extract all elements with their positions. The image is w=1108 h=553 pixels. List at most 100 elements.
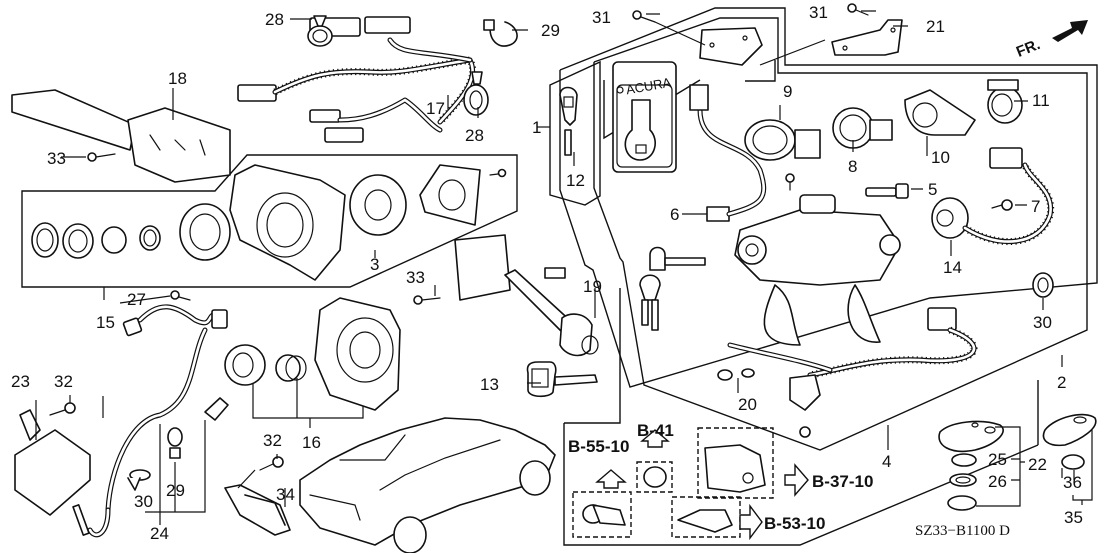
callout-29-b[interactable]: 29 xyxy=(166,481,185,500)
part-30-clip-a[interactable] xyxy=(127,469,151,491)
part-32-bolt-b[interactable] xyxy=(259,456,284,471)
part-33-screw-a[interactable] xyxy=(87,152,116,162)
part-19-lighting-switch[interactable] xyxy=(454,234,599,357)
ref-label-b41[interactable]: B-41 xyxy=(637,421,674,440)
part-12-blank-key[interactable] xyxy=(559,86,578,156)
callout-22[interactable]: 22 xyxy=(1028,455,1047,474)
part-32-bolt-a[interactable] xyxy=(49,402,76,416)
part-13-valet-key[interactable] xyxy=(526,361,598,398)
combination-switch-body[interactable] xyxy=(229,164,346,281)
callout-15[interactable]: 15 xyxy=(96,313,115,332)
callout-3[interactable]: 3 xyxy=(370,255,379,274)
clip-holder[interactable] xyxy=(204,397,229,421)
ref-b37-part[interactable] xyxy=(697,427,774,499)
callout-34[interactable]: 34 xyxy=(276,485,295,504)
part-16-cancel-sleeve[interactable] xyxy=(224,344,307,386)
callout-17[interactable]: 17 xyxy=(426,99,445,118)
part-15-components[interactable] xyxy=(31,203,231,261)
part-8-cylinder-collar[interactable] xyxy=(832,107,893,149)
callout-35[interactable]: 35 xyxy=(1064,508,1083,527)
part-22-transmitter[interactable] xyxy=(938,420,1004,452)
callout-27[interactable]: 27 xyxy=(127,290,146,309)
part-9-key-ring-holder[interactable] xyxy=(744,119,821,161)
callout-20[interactable]: 20 xyxy=(738,395,757,414)
part-10-key-light-holder[interactable] xyxy=(904,89,976,136)
transmitter-back[interactable] xyxy=(947,495,977,511)
part-33-screw-b[interactable] xyxy=(413,295,441,305)
callout-10[interactable]: 10 xyxy=(931,148,950,167)
lock-harness[interactable] xyxy=(727,307,978,438)
part-24-antenna[interactable] xyxy=(87,304,228,538)
tapping-screw[interactable] xyxy=(785,173,795,191)
callout-33-b[interactable]: 33 xyxy=(406,268,425,287)
callout-16[interactable]: 16 xyxy=(302,433,321,452)
ref-label-b55-10[interactable]: B-55-10 xyxy=(568,437,629,456)
callout-32-a[interactable]: 32 xyxy=(54,372,73,391)
ref-b53-part[interactable] xyxy=(671,496,741,538)
callout-8[interactable]: 8 xyxy=(848,157,857,176)
part-36-battery[interactable] xyxy=(1061,454,1085,470)
part-31-bolt-a[interactable] xyxy=(632,10,656,23)
part-21-bracket[interactable] xyxy=(831,19,903,56)
part-28-clamp-a[interactable] xyxy=(307,15,333,47)
part-23-unit[interactable] xyxy=(14,409,91,536)
callout-36[interactable]: 36 xyxy=(1063,473,1082,492)
callout-30-a[interactable]: 30 xyxy=(134,492,153,511)
callout-26[interactable]: 26 xyxy=(988,472,1007,491)
part-34-sensor[interactable] xyxy=(224,484,291,536)
ref-label-b37-10[interactable]: B-37-10 xyxy=(812,472,873,491)
callout-4[interactable]: 4 xyxy=(882,452,891,471)
callout-30-b[interactable]: 30 xyxy=(1033,313,1052,332)
combination-switch-lower[interactable] xyxy=(314,297,401,411)
part-31-bolt-b[interactable] xyxy=(847,3,869,16)
callout-5[interactable]: 5 xyxy=(928,180,937,199)
ref-b41-part[interactable] xyxy=(636,461,673,493)
callout-1[interactable]: 1 xyxy=(532,118,541,137)
part-30-clip-b[interactable] xyxy=(1032,272,1054,298)
callout-12[interactable]: 12 xyxy=(566,171,585,190)
part-18-wiper-switch[interactable] xyxy=(11,89,231,183)
part-35-transmitter-case[interactable] xyxy=(1042,413,1097,447)
callout-28-a[interactable]: 28 xyxy=(265,10,284,29)
part-27-screw[interactable] xyxy=(170,290,191,301)
callout-18[interactable]: 18 xyxy=(168,69,187,88)
cover-plate[interactable] xyxy=(419,164,481,226)
callout-21[interactable]: 21 xyxy=(926,17,945,36)
part-3-cable-reel[interactable] xyxy=(349,174,407,236)
part-29-clamp-b[interactable] xyxy=(167,427,183,459)
callout-31-b[interactable]: 31 xyxy=(809,3,828,22)
part-28-clamp-b[interactable] xyxy=(463,71,489,116)
callout-31-a[interactable]: 31 xyxy=(592,8,611,27)
callout-6[interactable]: 6 xyxy=(670,205,679,224)
callout-19[interactable]: 19 xyxy=(583,277,602,296)
immobilizer-module[interactable] xyxy=(699,27,763,66)
part-5-shear-bolt[interactable] xyxy=(865,183,909,199)
part-11-illumination-ring[interactable] xyxy=(987,79,1023,124)
callout-11[interactable]: 11 xyxy=(1032,91,1050,110)
part-6-connector[interactable] xyxy=(689,84,767,222)
small-screw[interactable] xyxy=(489,168,507,178)
callout-2[interactable]: 2 xyxy=(1057,373,1066,392)
part-17-wire-harness[interactable] xyxy=(237,16,477,143)
part-20-bulb[interactable] xyxy=(717,368,755,381)
part-29-clamp-a[interactable] xyxy=(483,19,518,47)
callout-32-b[interactable]: 32 xyxy=(263,431,282,450)
callout-23[interactable]: 23 xyxy=(11,372,30,391)
part-25-battery[interactable] xyxy=(951,453,977,467)
callout-25[interactable]: 25 xyxy=(988,450,1007,469)
ref-label-b53-10[interactable]: B-53-10 xyxy=(764,514,825,533)
part-14-ignition-switch[interactable] xyxy=(931,147,1055,245)
callout-9[interactable]: 9 xyxy=(783,82,792,101)
callout-28-b[interactable]: 28 xyxy=(465,126,484,145)
part-7-screw[interactable] xyxy=(991,199,1013,211)
ref-b55-part[interactable] xyxy=(572,491,632,538)
keys-set[interactable] xyxy=(639,246,706,331)
steering-lock-body[interactable] xyxy=(734,194,901,286)
callout-24[interactable]: 24 xyxy=(150,524,169,543)
callout-29-a[interactable]: 29 xyxy=(541,21,560,40)
part-26-o-ring[interactable] xyxy=(949,473,977,487)
callout-33-a[interactable]: 33 xyxy=(47,149,66,168)
callout-14[interactable]: 14 xyxy=(943,258,962,277)
callout-13[interactable]: 13 xyxy=(480,375,499,394)
callout-7[interactable]: 7 xyxy=(1031,197,1040,216)
